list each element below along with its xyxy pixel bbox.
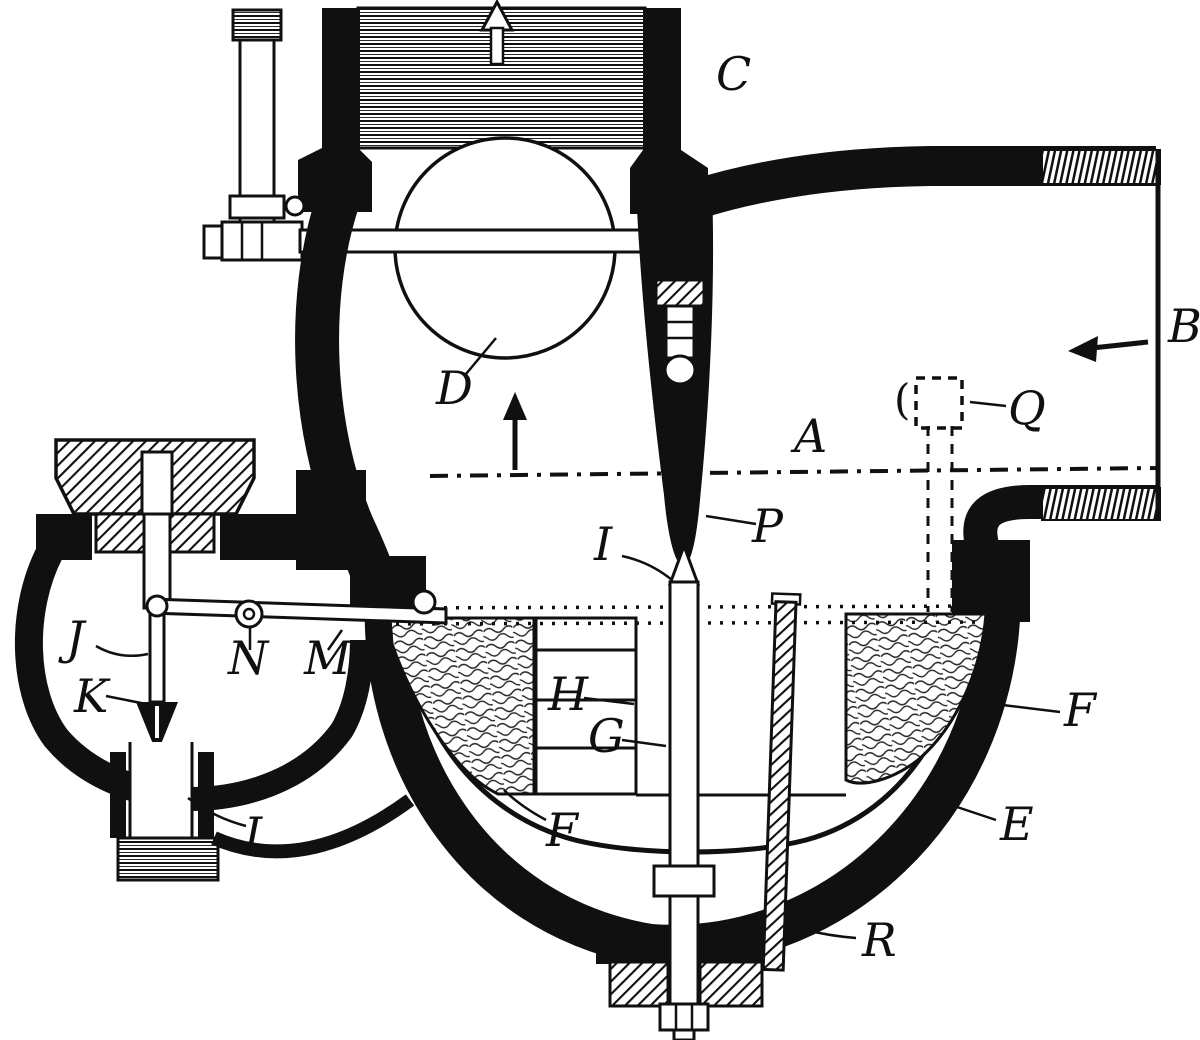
label-m: M (303, 631, 353, 685)
flow-arrows (503, 336, 1149, 470)
label-f-right: F (1063, 683, 1098, 737)
label-k: K (73, 669, 111, 723)
inlet-wall-top (687, 146, 1156, 220)
leader-g (621, 738, 667, 748)
part-labels: C B D A ( Q P I J K N M H G F F E I R (58, 47, 1200, 967)
leader-e (941, 800, 997, 822)
water-level-line-A (429, 466, 1157, 478)
label-q: Q (1008, 381, 1046, 435)
label-a: A (790, 409, 827, 463)
step-block-hg (534, 648, 638, 796)
screw-tip (663, 354, 697, 386)
flow-arrow-up-outlet-shaft (489, 26, 505, 66)
label-d: D (435, 361, 473, 415)
label-q-bracket: ( (894, 375, 910, 424)
hidden-part-q (914, 376, 964, 430)
inlet-thread-bottom (1041, 487, 1161, 521)
cock-cap (231, 8, 283, 42)
label-h: H (547, 667, 589, 721)
lever-pivot (145, 594, 169, 618)
valve-shoulder-right (220, 514, 308, 560)
q-dashed-box (914, 376, 964, 430)
outlet-pipe-c (298, 0, 708, 214)
leader-q (969, 400, 1007, 408)
label-e: E (999, 797, 1034, 851)
cock-stem (238, 34, 276, 228)
valve-spindle-k-lower (148, 606, 166, 704)
label-i-outlet: I (243, 807, 263, 861)
hinge-pin-assembly (202, 8, 664, 262)
lever-pivot-n (234, 599, 264, 629)
center-spindle (652, 541, 716, 1040)
leader-i-outlet (187, 796, 247, 828)
outlet-threads-i (116, 836, 220, 882)
leader-p (705, 514, 757, 526)
hinge-pin-rod (298, 228, 664, 254)
leader-j (95, 644, 149, 657)
label-i-needle: I (593, 517, 613, 571)
screw-head (654, 278, 706, 308)
flange-foot-right (698, 960, 764, 1008)
label-b: B (1167, 299, 1200, 353)
screw-shaft (664, 304, 696, 360)
flange-foot-left (608, 960, 670, 1008)
drain-passage-wall (211, 794, 415, 859)
gauge-rod-r (761, 592, 802, 972)
relief-valve (14, 438, 448, 882)
gauge-rod-shaft (761, 600, 798, 972)
leader-m (326, 629, 344, 651)
flow-arrow-up-channel-icon (503, 392, 527, 420)
main-body-walls (295, 146, 1161, 622)
leader-d (465, 337, 497, 375)
valve-stem-slot (140, 450, 174, 516)
filter-mass-right-f (844, 612, 988, 785)
label-r: R (861, 913, 897, 967)
leader-h (583, 696, 635, 706)
inlet-thread-top (1041, 149, 1161, 185)
outlet-wall-left (298, 8, 372, 212)
lever-fulcrum (411, 589, 437, 615)
cock-handle (284, 195, 306, 217)
leader-r (805, 928, 857, 940)
label-p: P (751, 499, 784, 553)
spindle-lower (668, 894, 700, 1008)
datum-lines (429, 426, 1157, 612)
leader-i-needle (621, 554, 673, 581)
leader-f-left (503, 789, 547, 822)
filter-mass-left-f (388, 616, 536, 796)
leader-f-right (961, 698, 1061, 714)
spindle-end (672, 1028, 696, 1040)
lever-pivot-n-hub (242, 607, 256, 621)
leader-k (105, 694, 147, 706)
label-n: N (227, 631, 270, 685)
spindle-upper (668, 580, 700, 870)
outlet-bore (130, 742, 192, 838)
outlet-wall-right (630, 8, 708, 214)
label-c: C (716, 47, 751, 101)
valve-body-wall-right (168, 639, 374, 811)
label-f-left: F (545, 803, 580, 857)
flow-arrow-inlet-icon (1068, 336, 1098, 362)
spindle-collar (652, 864, 716, 898)
inlet-wall-bottom (963, 485, 1156, 549)
spindle-nut (658, 1002, 710, 1032)
cock-collar (228, 194, 286, 220)
valve-spindle-k-upper (142, 512, 172, 610)
label-g: G (588, 709, 625, 763)
step-block-top (534, 616, 638, 652)
leader-lines (95, 337, 1061, 940)
divider-screw (654, 278, 706, 386)
flow-arrow-inlet-shaft (1091, 339, 1149, 351)
